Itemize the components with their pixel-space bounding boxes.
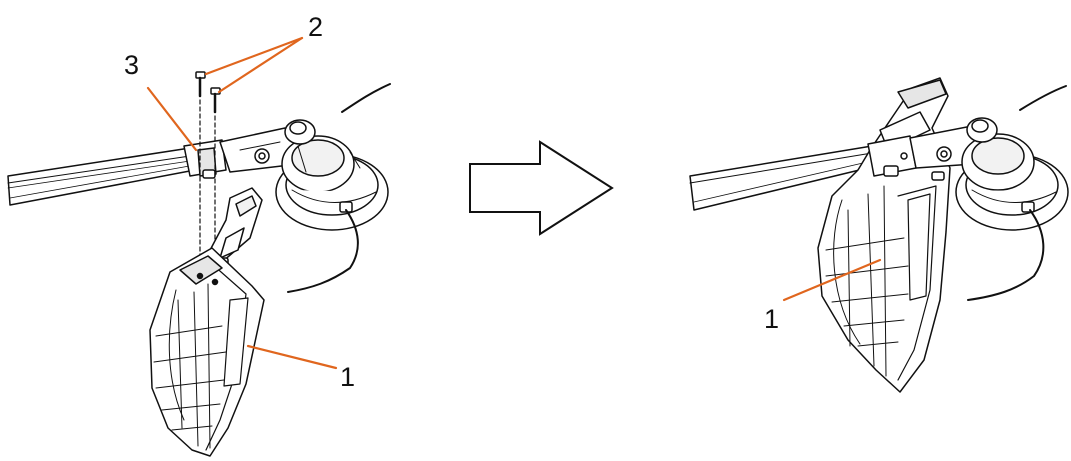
left-exploded-view [7,71,391,457]
left-leader-lines [146,36,338,370]
right-arrow-icon [469,140,614,236]
left-bracket [183,139,227,179]
leader-line-3 [146,86,198,152]
left-shaft [7,147,196,206]
right-guard-ribs [825,185,909,377]
leader-line-2a [204,36,304,76]
leader-line-2b [217,36,304,94]
left-trimmer-head [275,119,389,231]
right-trimmer-head [955,117,1069,231]
leader-line-1-right [782,258,882,302]
right-guard [817,77,951,393]
left-trimmer-line [287,83,391,293]
left-guard-ribs [153,283,227,449]
screws-callout: 2 [308,12,323,42]
left-screws [195,71,221,114]
right-trimmer-line [967,85,1067,301]
leader-line-1-left [246,344,338,370]
right-guard-callout: 1 [764,304,779,334]
right-assembled-view [689,77,1069,393]
bracket-callout: 3 [124,50,139,80]
left-guard [149,247,265,457]
left-guard-callout: 1 [340,362,355,392]
